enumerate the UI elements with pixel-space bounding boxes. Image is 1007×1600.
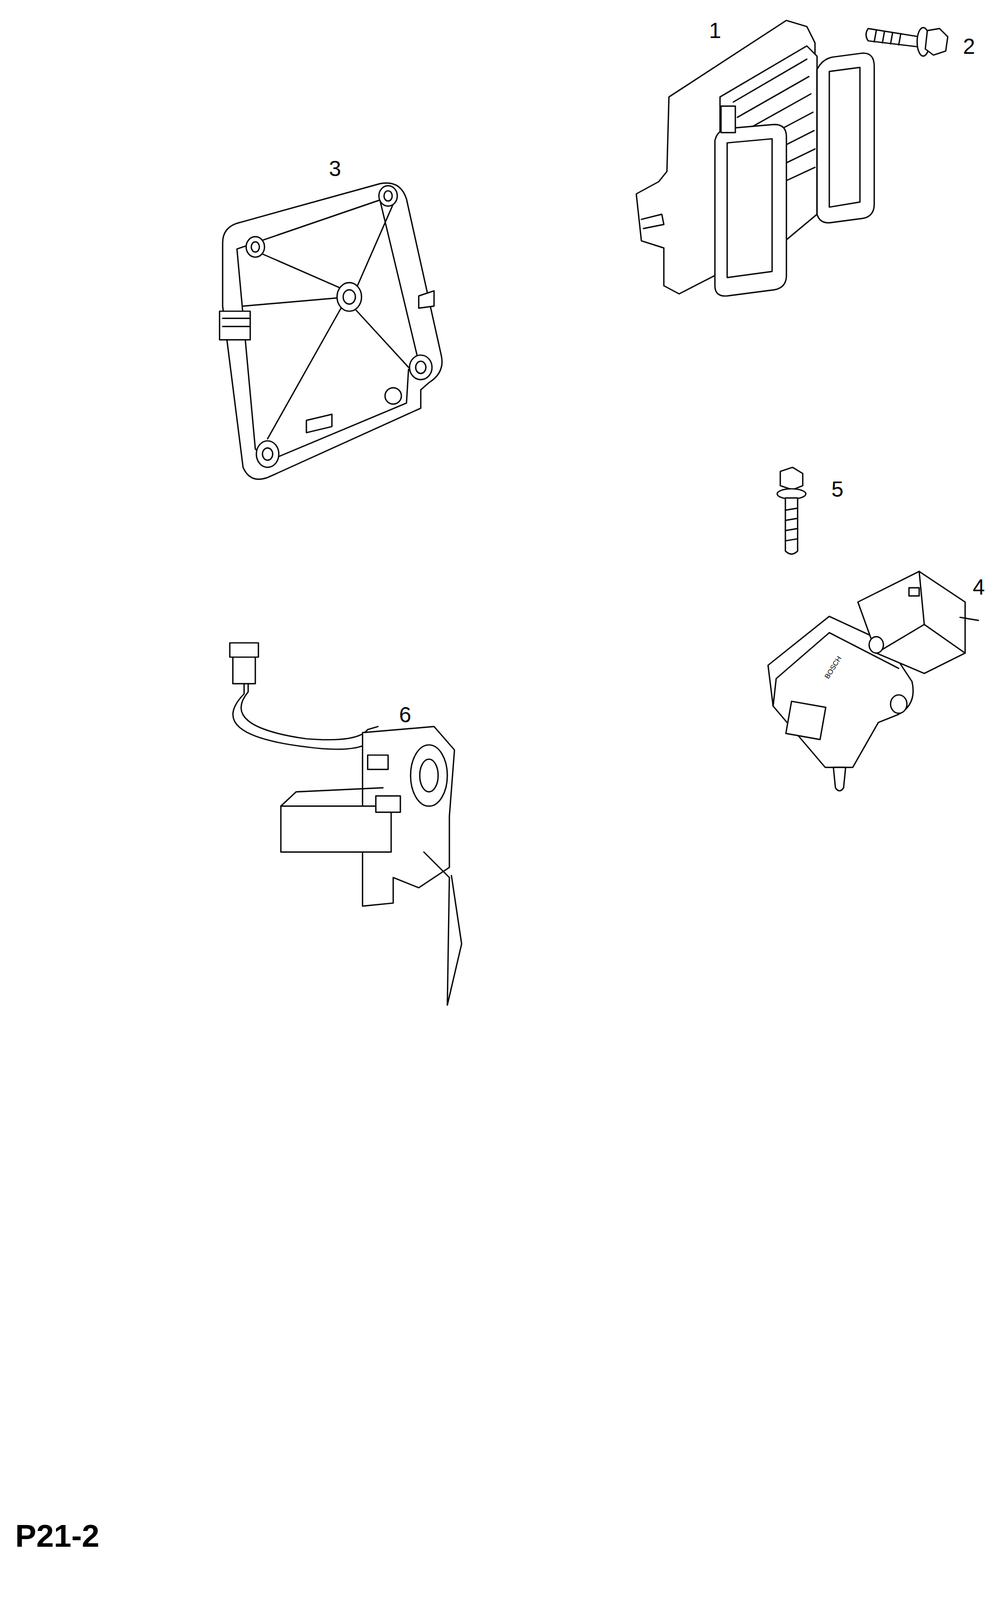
bolt [866, 27, 948, 57]
fuel-level-sender [230, 643, 462, 1006]
callout-number: 5 [831, 478, 844, 501]
callout-number: 3 [328, 157, 341, 180]
callout-number: 1 [709, 19, 721, 42]
pressure-sensor [767, 571, 979, 792]
callout-number: 4 [972, 576, 985, 599]
page-code: P21-2 [15, 1520, 100, 1553]
callout-number: 2 [962, 35, 975, 58]
mounting-frame [219, 183, 443, 480]
brand-marking: BOSCH [823, 655, 843, 681]
callout-number: 6 [399, 704, 412, 726]
bolt [776, 467, 806, 555]
control-module [636, 20, 875, 297]
